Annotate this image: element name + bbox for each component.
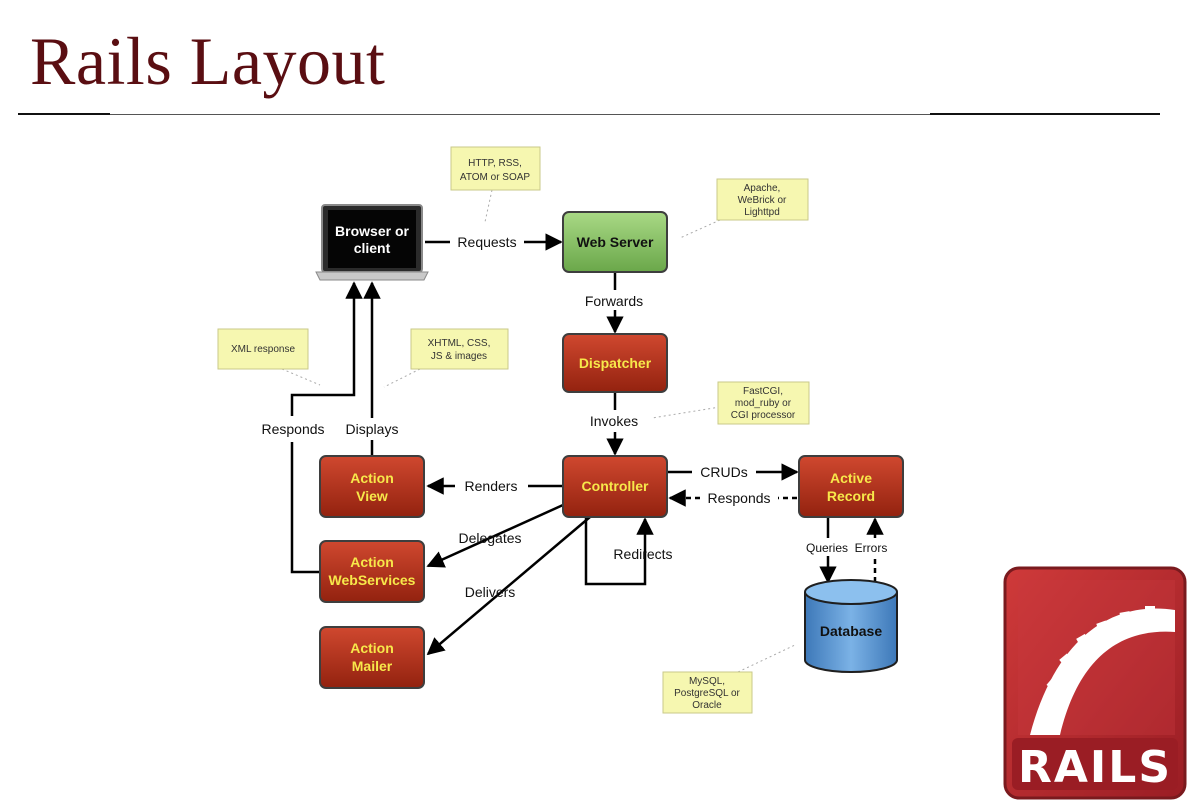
svg-text:Action: Action	[350, 554, 394, 570]
svg-text:JS & images: JS & images	[431, 351, 487, 362]
svg-text:Database: Database	[820, 623, 882, 639]
edge-delegates	[426, 503, 564, 568]
slide-title: Rails Layout	[30, 23, 386, 99]
node-active-record: Active Record	[798, 455, 904, 518]
edge-delivers	[426, 516, 591, 656]
svg-text:Dispatcher: Dispatcher	[579, 355, 652, 371]
svg-text:Browser or: Browser or	[335, 223, 409, 239]
node-web-server: Web Server	[562, 211, 668, 273]
title-rule	[18, 114, 1160, 115]
edge-label-redirects: Redirects	[613, 546, 672, 562]
svg-text:CGI processor: CGI processor	[731, 410, 796, 421]
svg-text:Record: Record	[827, 488, 875, 504]
edge-label-responds: Responds	[261, 421, 324, 437]
edge-label-requests: Requests	[457, 234, 516, 250]
title-rule-accent-right	[930, 113, 1160, 115]
edge-label-delegates: Delegates	[458, 530, 521, 546]
edge-label-renders: Renders	[465, 478, 518, 494]
edge-label-cruds: CRUDs	[700, 464, 747, 480]
note-servers: Apache, WeBrick or Lighttpd	[716, 178, 809, 221]
rails-logo-text: RAILS	[1018, 742, 1172, 793]
edge-label-displays: Displays	[346, 421, 399, 437]
svg-text:XML response: XML response	[231, 344, 296, 355]
note-assets: XHTML, CSS, JS & images	[410, 328, 509, 370]
edge-label-delivers: Delivers	[465, 584, 516, 600]
rails-logo: RAILS	[1003, 566, 1187, 800]
note-databases: MySQL, PostgreSQL or Oracle	[662, 671, 753, 714]
node-action-webservices: Action WebServices	[319, 540, 425, 603]
edge-label-forwards: Forwards	[585, 293, 643, 309]
svg-text:Action: Action	[350, 640, 394, 656]
svg-text:ATOM or SOAP: ATOM or SOAP	[460, 172, 531, 183]
edge-label-invokes: Invokes	[590, 413, 638, 429]
note-processors: FastCGI, mod_ruby or CGI processor	[717, 381, 810, 425]
svg-text:View: View	[356, 488, 388, 504]
edge-labels: Requests Forwards Invokes CRUDs Responds…	[252, 234, 887, 600]
edge-label-queries: Queries	[806, 541, 848, 555]
svg-text:mod_ruby or: mod_ruby or	[735, 398, 792, 409]
svg-text:Oracle: Oracle	[692, 700, 722, 711]
svg-text:Apache,: Apache,	[744, 183, 781, 194]
svg-text:Mailer: Mailer	[352, 658, 393, 674]
node-database: Database	[804, 579, 898, 673]
node-browser: Browser or client	[315, 204, 429, 281]
svg-text:MySQL,: MySQL,	[689, 676, 725, 687]
note-protocols: HTTP, RSS, ATOM or SOAP	[450, 146, 541, 191]
svg-text:client: client	[354, 240, 391, 256]
edge-label-errors: Errors	[855, 541, 888, 555]
title-rule-accent-left	[18, 113, 110, 115]
node-action-view: Action View	[319, 455, 425, 518]
node-action-mailer: Action Mailer	[319, 626, 425, 689]
svg-text:PostgreSQL or: PostgreSQL or	[674, 688, 740, 699]
svg-text:FastCGI,: FastCGI,	[743, 386, 783, 397]
svg-text:XHTML, CSS,: XHTML, CSS,	[428, 338, 491, 349]
edge-label-responds-ar: Responds	[707, 490, 770, 506]
note-connectors	[281, 189, 796, 673]
svg-text:WeBrick or: WeBrick or	[738, 195, 787, 206]
node-controller: Controller	[562, 455, 668, 518]
svg-text:Action: Action	[350, 470, 394, 486]
edge-responds-browser	[290, 281, 363, 574]
svg-text:Controller: Controller	[582, 478, 649, 494]
edges	[290, 233, 884, 656]
note-xml-response: XML response	[217, 328, 309, 370]
node-dispatcher: Dispatcher	[562, 333, 668, 393]
svg-text:Active: Active	[830, 470, 872, 486]
svg-text:Lighttpd: Lighttpd	[744, 207, 780, 218]
edge-redirects	[584, 517, 654, 586]
svg-text:WebServices: WebServices	[329, 572, 416, 588]
svg-text:Web Server: Web Server	[577, 234, 654, 250]
svg-text:HTTP, RSS,: HTTP, RSS,	[468, 158, 522, 169]
